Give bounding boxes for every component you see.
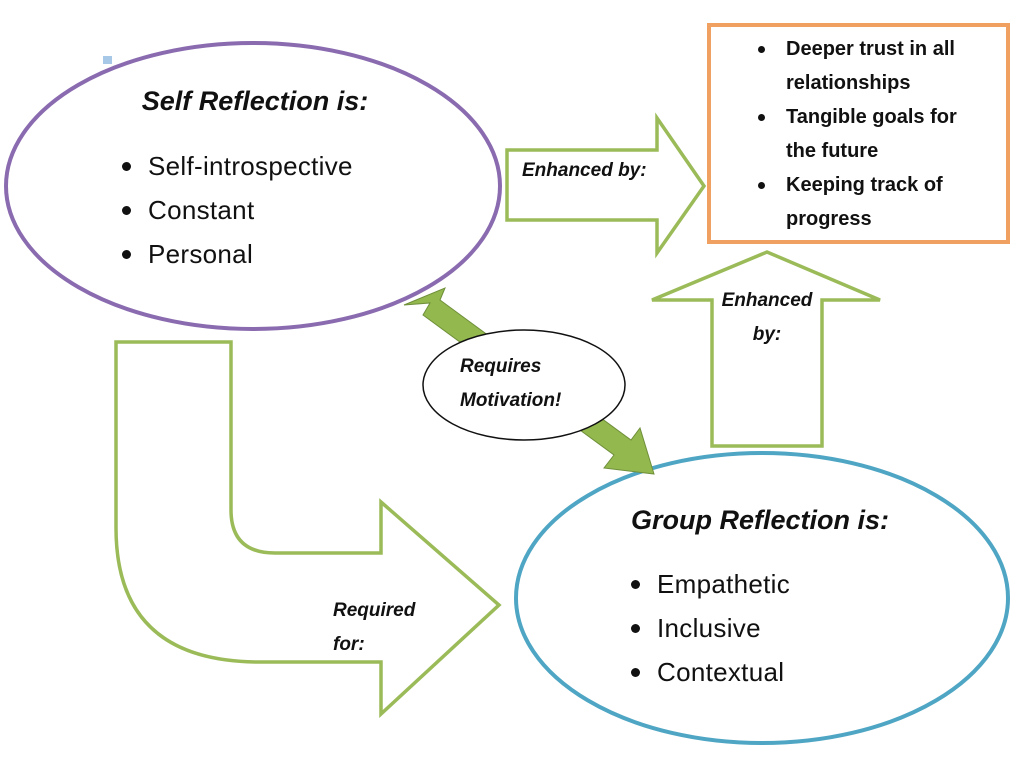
group-reflection-title: Group Reflection is: [630,505,890,535]
outcome-item: Deeper trust in all relationships [756,32,992,100]
enhanced-by-right-arrow [505,112,707,259]
requires-motivation-label: Requires Motivation! [460,356,562,411]
self-reflection-title: Self Reflection is: [141,86,369,116]
required-for-bent-arrow [114,340,502,718]
outcomes-box [707,23,1010,244]
self-reflection-item: Self-introspective [118,144,438,188]
self-reflection-item: Constant [118,188,438,232]
outcome-item: Tangible goals for the future [756,100,992,168]
enhanced-by-up-label: Enhanced by: [721,290,813,345]
enhanced-by-right-label: Enhanced by: [522,160,647,181]
outcomes-list: Deeper trust in all relationships Tangib… [756,32,992,236]
enhanced-by-up-arrow [651,250,881,448]
group-reflection-item: Inclusive [627,606,907,650]
corner-mark [103,56,112,64]
group-reflection-item: Empathetic [627,562,907,606]
self-reflection-item: Personal [118,232,438,276]
outcome-item: Keeping track of progress [756,168,992,236]
group-reflection-list: Empathetic Inclusive Contextual [627,562,907,694]
group-reflection-item: Contextual [627,650,907,694]
required-for-label: Required for: [333,600,416,655]
self-reflection-list: Self-introspective Constant Personal [118,144,438,276]
motivation-ellipse [422,329,626,441]
